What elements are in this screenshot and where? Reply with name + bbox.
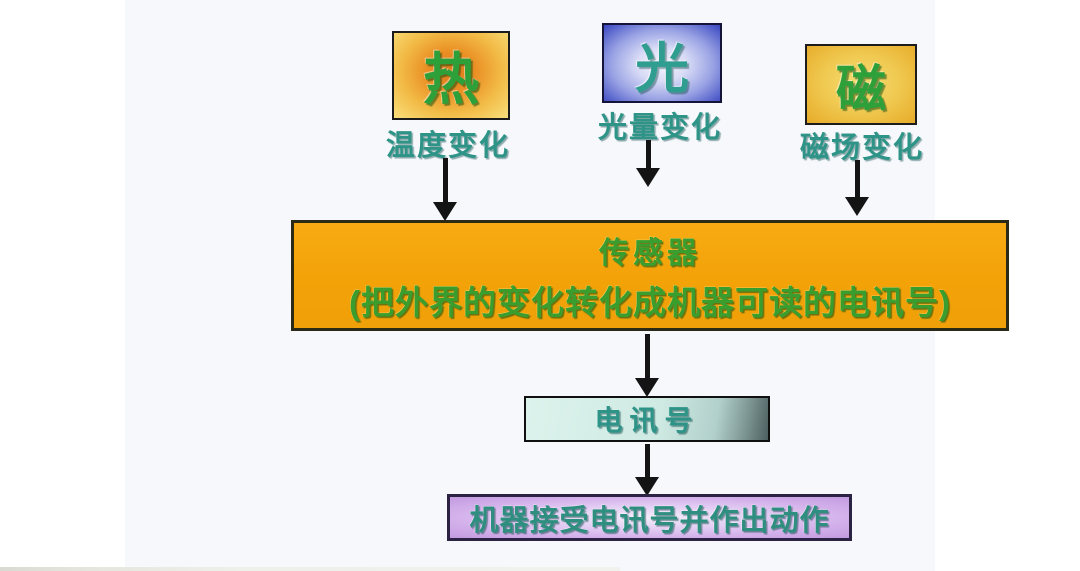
arrow-head	[635, 378, 659, 397]
arrow-head	[845, 197, 869, 216]
arrow-down-icon	[635, 334, 659, 397]
light-box: 光	[602, 23, 722, 103]
sensor-title: 传感器	[599, 236, 701, 270]
signal-box: 电讯号	[524, 396, 770, 442]
arrow-stem	[442, 158, 448, 202]
heat-box: 热	[392, 31, 510, 120]
magnetic-change-caption: 磁场变化	[799, 132, 924, 164]
arrow-down-icon	[845, 160, 869, 216]
arrow-stem	[644, 444, 650, 477]
action-box: 机器接受电讯号并作出动作	[447, 494, 852, 541]
temperature-change-caption: 温度变化	[385, 130, 510, 162]
sensor-subtitle: (把外界的变化转化成机器可读的电讯号)	[349, 283, 951, 321]
arrow-stem	[644, 334, 650, 378]
scan-artifact-strip	[0, 567, 620, 571]
diagram-stage: 热 光 磁 温度变化 光量变化 磁场变化 传感器 (把外界的变化转化成机器可读的…	[125, 0, 1009, 571]
arrow-down-icon	[433, 158, 457, 221]
arrow-head	[635, 477, 659, 496]
magnet-box: 磁	[805, 44, 917, 125]
arrow-down-icon	[635, 444, 659, 496]
light-change-caption: 光量变化	[597, 112, 722, 144]
arrow-stem	[645, 140, 651, 168]
arrow-stem	[854, 160, 860, 197]
heat-label: 热	[423, 48, 479, 111]
arrow-head	[433, 202, 457, 221]
arrow-down-icon	[636, 140, 660, 187]
sensor-box: 传感器 (把外界的变化转化成机器可读的电讯号)	[291, 220, 1009, 331]
magnet-label: 磁	[836, 60, 886, 117]
arrow-head	[636, 168, 660, 187]
light-label: 光	[635, 38, 689, 99]
